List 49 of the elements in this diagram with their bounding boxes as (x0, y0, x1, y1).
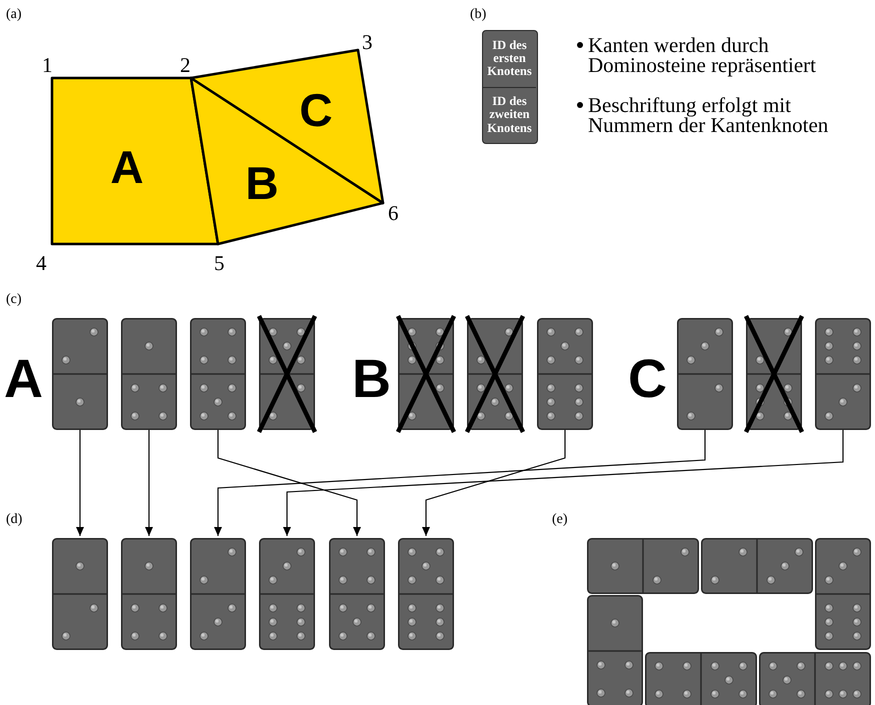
vertex-number: 2 (180, 55, 190, 76)
vertex-number: 4 (36, 253, 46, 274)
arrow (283, 430, 844, 536)
domino-tile (645, 652, 757, 705)
panel-label: (b) (470, 8, 486, 22)
face-label: A (110, 144, 144, 190)
domino-tile (190, 538, 246, 650)
arrow (214, 430, 706, 536)
vertex-number: 1 (42, 55, 52, 76)
face-label: C (299, 87, 333, 133)
arrow (422, 430, 566, 536)
polygon-face (50, 76, 220, 246)
domino-tile (121, 538, 177, 650)
bullet-text: Kanten werden durch Dominosteine repräsentiert (588, 36, 818, 76)
arrow (217, 430, 361, 536)
domino-tile (259, 538, 315, 650)
domino-tile (701, 538, 813, 594)
panel-label: (c) (6, 293, 22, 307)
vertex-number: 5 (214, 253, 224, 274)
domino-tile (587, 538, 699, 594)
domino-tile (52, 538, 108, 650)
face-label: B (245, 160, 279, 206)
domino-tile (398, 538, 454, 650)
vertex-number: 6 (388, 203, 398, 224)
domino-tile (587, 595, 643, 705)
domino-tile (190, 318, 246, 430)
group-letter: A (4, 352, 43, 406)
panel-label: (e) (552, 513, 568, 527)
vertex-number: 3 (362, 32, 372, 53)
domino-tile (52, 318, 108, 430)
group-letter: C (628, 352, 667, 406)
polygon-face (189, 48, 385, 205)
domino-tile (121, 318, 177, 430)
arrow (145, 430, 153, 536)
group-letter: B (352, 352, 391, 406)
tile-label: ID des ersten Knotens (486, 36, 533, 80)
domino-tile (329, 538, 385, 650)
domino-tile (537, 318, 593, 430)
panel-label: (d) (6, 513, 22, 527)
domino-tile (482, 30, 538, 144)
panel-label: (a) (6, 8, 22, 22)
domino-tile (815, 318, 871, 430)
tile-label: ID des zweiten Knotens (483, 87, 536, 142)
domino-tile (815, 538, 871, 650)
domino-tile (677, 318, 733, 430)
polygon-face (189, 76, 385, 246)
arrow (76, 430, 84, 536)
bullet-text: Beschriftung erfolgt mit Nummern der Kantenknoten (588, 96, 830, 136)
domino-tile (759, 652, 871, 705)
